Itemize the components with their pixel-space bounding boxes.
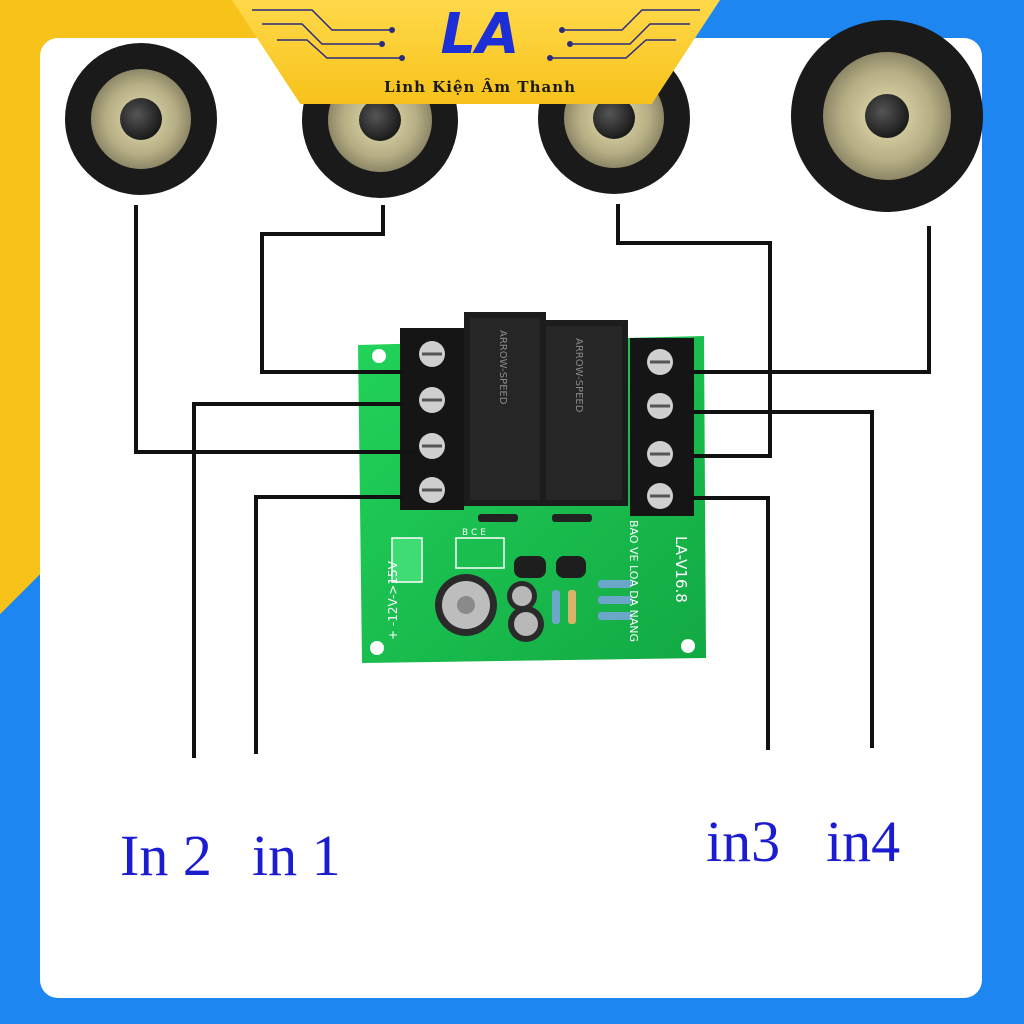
capacitor-icon xyxy=(435,574,497,636)
label-in4: in4 xyxy=(826,809,901,874)
power-label: + -12V->15V xyxy=(386,561,400,640)
terminal-screw-icon xyxy=(647,483,673,509)
right-terminal-block xyxy=(630,338,694,516)
terminal-screw-icon xyxy=(419,387,445,413)
speaker-icon xyxy=(65,43,217,195)
circuit-pattern xyxy=(252,9,700,61)
board-model: LA-V16.8 xyxy=(672,536,690,603)
transistor-label: B C E xyxy=(462,528,486,538)
label-in1: in 1 xyxy=(252,823,341,888)
brand-name: Linh Kiện Âm Thanh xyxy=(383,78,577,96)
relay-brand: ARROW-SPEED xyxy=(497,330,508,405)
brand-banner xyxy=(232,0,720,104)
capacitor-icon xyxy=(508,606,544,642)
terminal-screw-icon xyxy=(647,393,673,419)
label-in3: in3 xyxy=(706,809,781,874)
relay-icon xyxy=(540,320,628,506)
brand-logo: LA xyxy=(440,2,520,67)
capacitor-icon xyxy=(507,581,537,611)
relay-brand: ARROW-SPEED xyxy=(573,338,584,413)
terminal-screw-icon xyxy=(647,441,673,467)
relay-icon xyxy=(464,312,546,506)
terminal-screw-icon xyxy=(419,341,445,367)
wiring-lines xyxy=(134,204,931,758)
label-in2: In 2 xyxy=(120,823,212,888)
left-terminal-block xyxy=(400,328,464,510)
board-title: BAO VE LOA DA NANG xyxy=(627,520,640,643)
terminal-screw-icon xyxy=(419,433,445,459)
terminal-screw-icon xyxy=(647,349,673,375)
speaker-icon xyxy=(791,20,983,212)
protection-board xyxy=(358,312,706,663)
terminal-screw-icon xyxy=(419,477,445,503)
